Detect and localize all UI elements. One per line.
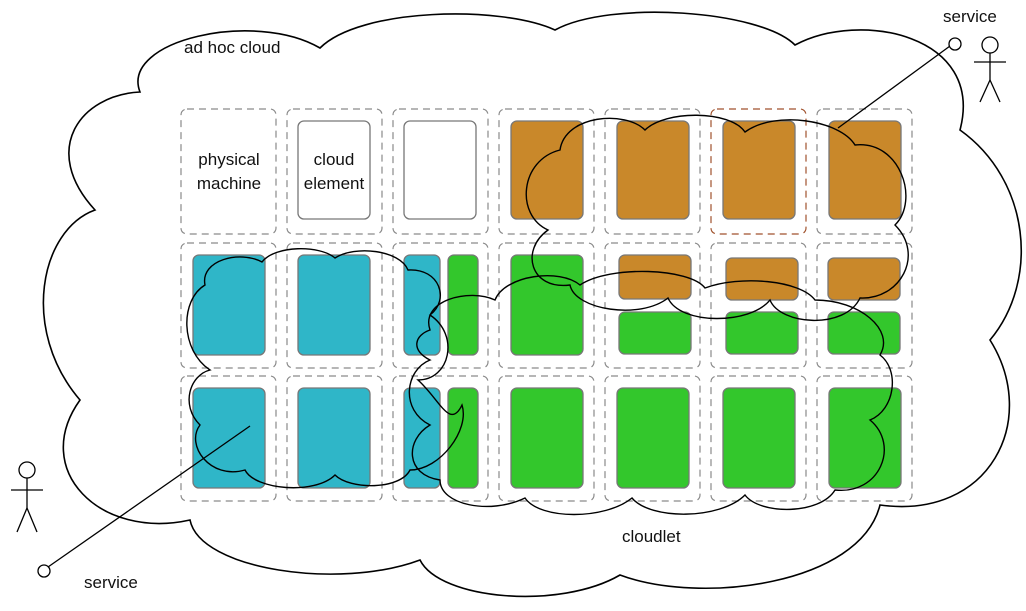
physical-machine [710, 242, 807, 369]
cloud-element [447, 254, 479, 356]
physical-machine [816, 242, 913, 369]
ad-hoc-cloud-label: ad hoc cloud [184, 38, 280, 57]
physical-machine [180, 108, 277, 235]
cyan-cloudlet-outline [186, 248, 464, 489]
cloud-element [828, 120, 902, 220]
cloud-element [616, 387, 690, 489]
physical-machine [392, 375, 489, 502]
cloudlets [186, 114, 909, 516]
physical-machine [604, 375, 701, 502]
cloud-element [297, 254, 371, 356]
cloud-element [828, 387, 902, 489]
service-label-top: service [943, 7, 997, 26]
physical-machine [286, 108, 383, 235]
physical-machine [498, 375, 595, 502]
cloud-element [618, 311, 692, 355]
service-link-top [837, 45, 951, 129]
physical-machine [710, 108, 807, 235]
cloud-element [192, 254, 266, 356]
cloud-element [725, 311, 799, 355]
physical-machine [498, 108, 595, 235]
cloud-element [192, 387, 266, 489]
cloud-element-label-line2: element [304, 174, 365, 193]
physical-machine-label-line1: physical [198, 150, 259, 169]
cloud-element [403, 387, 441, 489]
cloud-element-label-line1: cloud [314, 150, 355, 169]
cloud-element [725, 257, 799, 301]
cloud-element [616, 120, 690, 220]
user-icon-top [974, 36, 1006, 103]
orange-cloudlet-outline [525, 114, 909, 322]
physical-machine [604, 242, 701, 369]
user-icon-bottom [11, 461, 43, 533]
cloud-element [722, 387, 796, 489]
service-endpoint-top [948, 37, 962, 51]
physical-machine [392, 108, 489, 235]
physical-machine-grid [180, 108, 913, 502]
physical-machine [180, 375, 277, 502]
physical-machine [180, 242, 277, 369]
cloud-element [403, 120, 477, 220]
physical-machine [286, 375, 383, 502]
cloud-element [447, 387, 479, 489]
physical-machine [710, 375, 807, 502]
cloud-element [297, 387, 371, 489]
cloud-element [722, 120, 796, 220]
physical-machine [816, 375, 913, 502]
service-label-bottom: service [84, 573, 138, 592]
physical-machine [286, 242, 383, 369]
cloud-element [827, 311, 901, 355]
service-endpoint-bottom [37, 564, 51, 578]
cloudlet-label: cloudlet [622, 527, 681, 546]
cloud-element [510, 254, 584, 356]
physical-machine [604, 108, 701, 235]
cloud-element [297, 120, 371, 220]
cloud-element [510, 120, 584, 220]
cloud-element [618, 254, 692, 300]
service-connections [37, 37, 962, 578]
cloud-elements [192, 120, 902, 489]
cloud-element [827, 257, 901, 301]
green-cloudlet-outline [408, 270, 894, 516]
physical-machine-label-line2: machine [197, 174, 261, 193]
cloud-element [510, 387, 584, 489]
physical-machine [392, 242, 489, 369]
service-link-bottom [47, 425, 251, 568]
